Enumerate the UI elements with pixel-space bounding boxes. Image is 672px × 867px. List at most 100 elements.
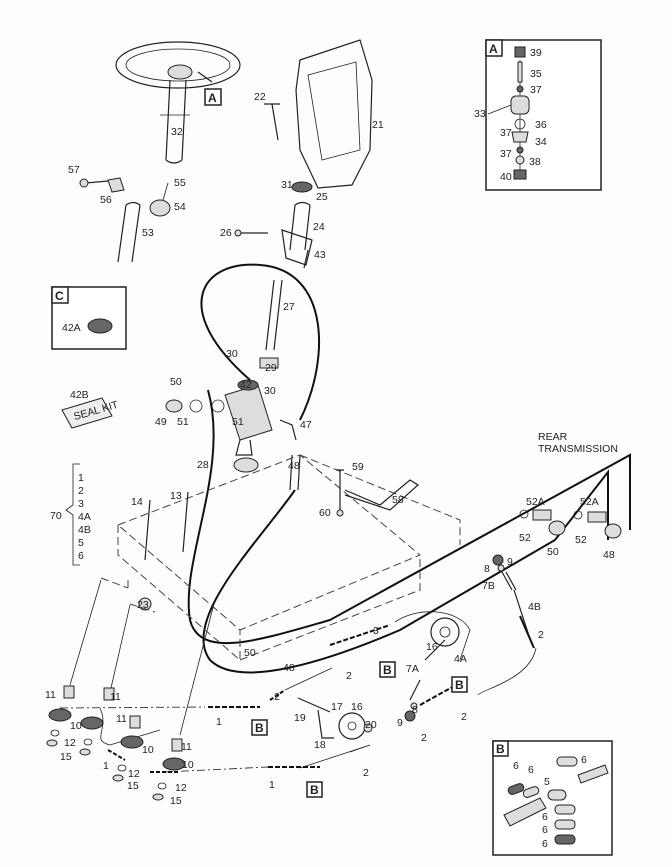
callout: 20 xyxy=(365,719,377,731)
hydraulic-hoses xyxy=(187,263,631,674)
callout: 8 xyxy=(484,563,490,575)
callout: 59 xyxy=(352,461,364,473)
kit-number: 70 xyxy=(50,510,62,522)
svg-text:34: 34 xyxy=(535,136,547,148)
svg-text:6: 6 xyxy=(542,838,548,850)
callout: 7B xyxy=(482,580,495,592)
rear-transmission-label: TRANSMISSION xyxy=(538,443,618,455)
callout: 48 xyxy=(283,662,295,674)
callout: 54 xyxy=(174,201,186,213)
svg-text:B: B xyxy=(383,663,392,677)
kit-item: 4B xyxy=(78,524,91,536)
callout: 28 xyxy=(197,459,209,471)
callout: 31 xyxy=(281,179,293,191)
callout: 2 xyxy=(538,629,544,641)
steering-wheel xyxy=(115,41,241,89)
callout: 42 xyxy=(240,379,252,391)
svg-text:C: C xyxy=(55,289,64,303)
svg-text:42B: 42B xyxy=(70,389,89,401)
callout: 1 xyxy=(269,779,275,791)
ref-box-b: B B B B xyxy=(251,661,468,798)
svg-text:35: 35 xyxy=(530,68,542,80)
inset-b: B 6 6 6 5 6 6 6 xyxy=(492,740,613,856)
kit-bracket xyxy=(65,463,80,566)
chains xyxy=(59,611,471,773)
callout: 11 xyxy=(45,689,56,701)
kit-item: 6 xyxy=(78,550,84,562)
kit-item: 5 xyxy=(78,537,84,549)
callout: 2 xyxy=(363,767,369,779)
lower-shaft xyxy=(117,182,171,263)
callout: 9 xyxy=(397,717,403,729)
callout: 1 xyxy=(103,760,109,772)
callout: 51 xyxy=(232,416,244,428)
svg-text:6: 6 xyxy=(513,760,519,772)
callout: 52 xyxy=(575,534,587,546)
callout: 57 xyxy=(68,164,80,176)
svg-text:33: 33 xyxy=(474,108,486,120)
svg-text:39: 39 xyxy=(530,47,542,59)
callout: 26 xyxy=(220,227,232,239)
svg-text:6: 6 xyxy=(542,811,548,823)
ref-box-a: A xyxy=(204,88,222,106)
callout: 30 xyxy=(226,348,238,360)
svg-text:40: 40 xyxy=(500,171,512,183)
callout: 56 xyxy=(100,194,112,206)
column-bracket xyxy=(264,39,373,189)
callout: 55 xyxy=(174,177,186,189)
callout: 15 xyxy=(60,751,72,763)
transmission-fittings xyxy=(519,509,622,539)
callout: 53 xyxy=(142,227,154,239)
svg-text:6: 6 xyxy=(542,824,548,836)
callout: 58 xyxy=(392,494,404,506)
callout: 10 xyxy=(182,759,194,771)
callout: 13 xyxy=(170,490,182,502)
svg-text:B: B xyxy=(455,678,464,692)
tensioner-4b xyxy=(477,554,537,696)
svg-text:B: B xyxy=(255,721,264,735)
callout: 50 xyxy=(170,376,182,388)
callout: 29 xyxy=(265,362,277,374)
callout: 11 xyxy=(181,741,192,753)
callout: 52A xyxy=(526,496,545,508)
svg-text:42A: 42A xyxy=(62,322,81,334)
callout: 47 xyxy=(300,419,312,431)
callout: 30 xyxy=(264,385,276,397)
callout: 4B xyxy=(528,601,541,613)
svg-text:37: 37 xyxy=(530,84,542,96)
callout: 3 xyxy=(373,625,379,637)
kit-item: 4A xyxy=(78,511,91,523)
svg-text:37: 37 xyxy=(500,148,512,160)
callout: 27 xyxy=(283,301,295,313)
callout: 24 xyxy=(313,221,325,233)
callout: 2 xyxy=(461,711,467,723)
callout: 32 xyxy=(171,126,183,138)
shaft-coupler xyxy=(79,177,125,193)
callout: 4A xyxy=(454,653,467,665)
inset-a: A 33 39 35 37 36 34 37 38 37 40 xyxy=(474,39,602,191)
kit-item: 2 xyxy=(78,485,84,497)
inset-c: C 42A xyxy=(51,286,127,350)
callout: 48 xyxy=(288,460,300,472)
svg-text:A: A xyxy=(208,91,217,105)
kit-70: 70 1 2 3 4A 4B 5 6 xyxy=(50,472,91,562)
callout: 50 xyxy=(547,546,559,558)
svg-text:37: 37 xyxy=(500,127,512,139)
callout: 21 xyxy=(372,119,384,131)
callout: 51 xyxy=(177,416,189,428)
svg-text:5: 5 xyxy=(544,776,550,788)
callout: 11 xyxy=(110,691,121,703)
callout-labels: 32 57 56 55 54 53 22 21 31 25 26 24 43 2… xyxy=(45,91,615,807)
kit-item: 3 xyxy=(78,498,84,510)
callout: 25 xyxy=(316,191,328,203)
column-tube xyxy=(234,181,313,351)
callout: 11 xyxy=(116,713,127,725)
bracket-58 xyxy=(336,469,419,517)
callout: 2 xyxy=(346,670,352,682)
callout: 17 xyxy=(331,701,343,713)
callout: 19 xyxy=(294,712,306,724)
rear-transmission-label: REAR xyxy=(538,431,568,443)
svg-text:36: 36 xyxy=(535,119,547,131)
callout: 2 xyxy=(274,691,280,703)
